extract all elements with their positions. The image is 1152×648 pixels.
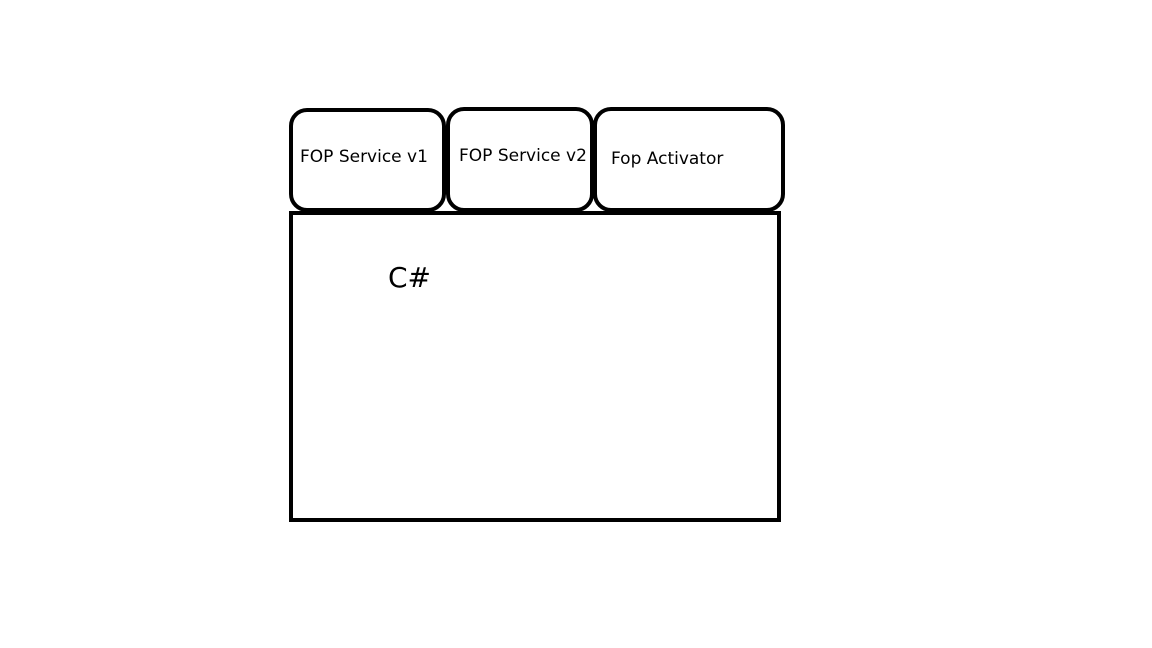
csharp-platform-box: C# (289, 211, 781, 522)
csharp-platform-label: C# (388, 261, 432, 294)
fop-service-v2-box: FOP Service v2 (446, 107, 594, 212)
fop-activator-box: Fop Activator (593, 107, 785, 212)
fop-activator-label: Fop Activator (611, 149, 724, 169)
fop-service-v2-label: FOP Service v2 (459, 146, 587, 166)
fop-service-v1-label: FOP Service v1 (300, 147, 428, 167)
fop-service-v1-box: FOP Service v1 (289, 108, 446, 212)
